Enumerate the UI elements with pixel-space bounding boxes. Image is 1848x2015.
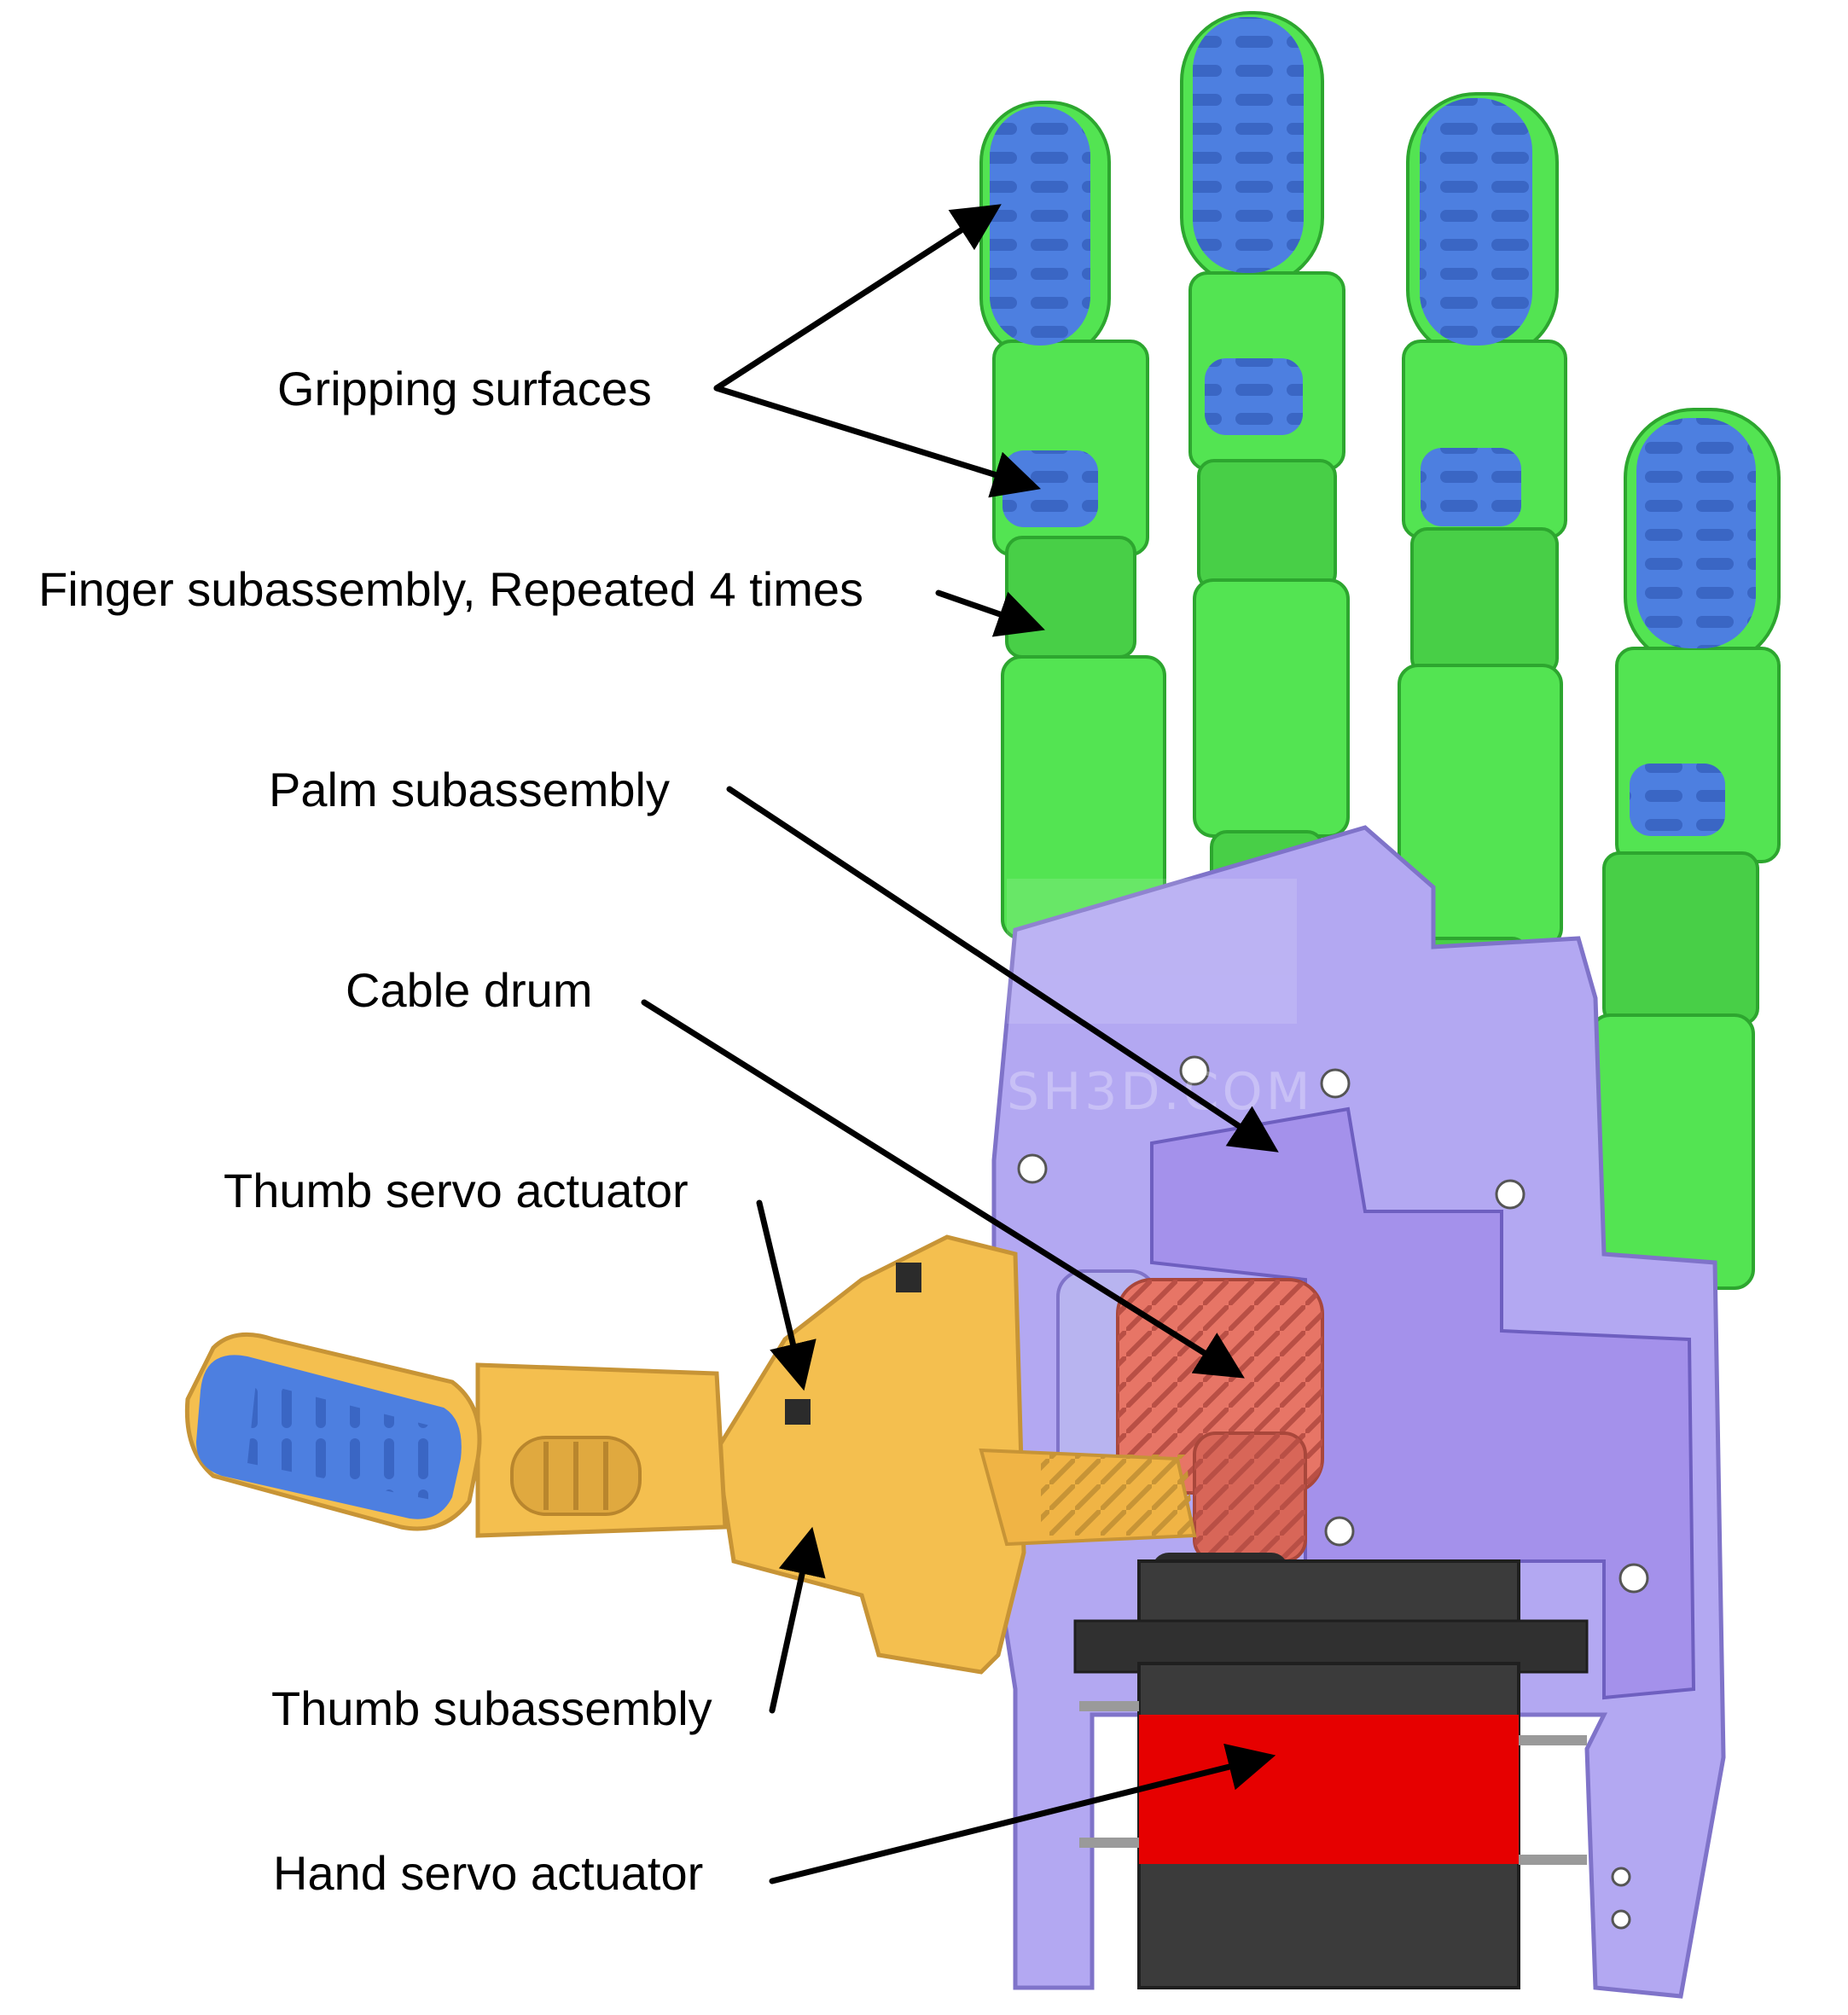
label-finger-subassembly: Finger subassembly, Repeated 4 times — [38, 562, 863, 616]
screw-icon — [1179, 1055, 1210, 1086]
label-gripping-surfaces: Gripping surfaces — [277, 362, 652, 415]
watermark: SH3D.COM — [1007, 879, 1310, 1122]
arrow-thumb-servo — [756, 1199, 816, 1391]
arrow-cable-drum — [641, 999, 1245, 1379]
arrow-thumb-subassembly — [769, 1526, 826, 1714]
arrow-finger — [935, 589, 1045, 637]
arrow-gripping-middle — [713, 385, 1042, 498]
label-cable-drum: Cable drum — [346, 963, 593, 1017]
screw-icon — [1320, 1068, 1351, 1099]
servo-red-band — [1139, 1715, 1519, 1864]
hand-servo — [1073, 1553, 1589, 1989]
screw-icon — [1017, 1153, 1048, 1184]
finger-4 — [1589, 408, 1781, 1435]
screw-icon — [1324, 1516, 1355, 1547]
screw-icon — [1611, 1867, 1631, 1887]
screw-icon — [1495, 1179, 1525, 1210]
callout-arrows — [641, 204, 1279, 1884]
finger-2 — [1180, 11, 1350, 1004]
label-thumb-subassembly: Thumb subassembly — [271, 1681, 712, 1735]
screw-icon — [1611, 1909, 1631, 1930]
screw-icon — [1618, 1563, 1649, 1594]
arrow-hand-servo — [769, 1743, 1276, 1884]
label-hand-servo-actuator: Hand servo actuator — [273, 1846, 704, 1900]
label-thumb-servo-actuator: Thumb servo actuator — [224, 1164, 689, 1217]
palm-window — [1150, 1106, 1696, 1700]
arrow-palm — [726, 786, 1279, 1153]
arrow-gripping-top — [713, 204, 1002, 392]
label-palm-subassembly: Palm subassembly — [269, 763, 670, 816]
